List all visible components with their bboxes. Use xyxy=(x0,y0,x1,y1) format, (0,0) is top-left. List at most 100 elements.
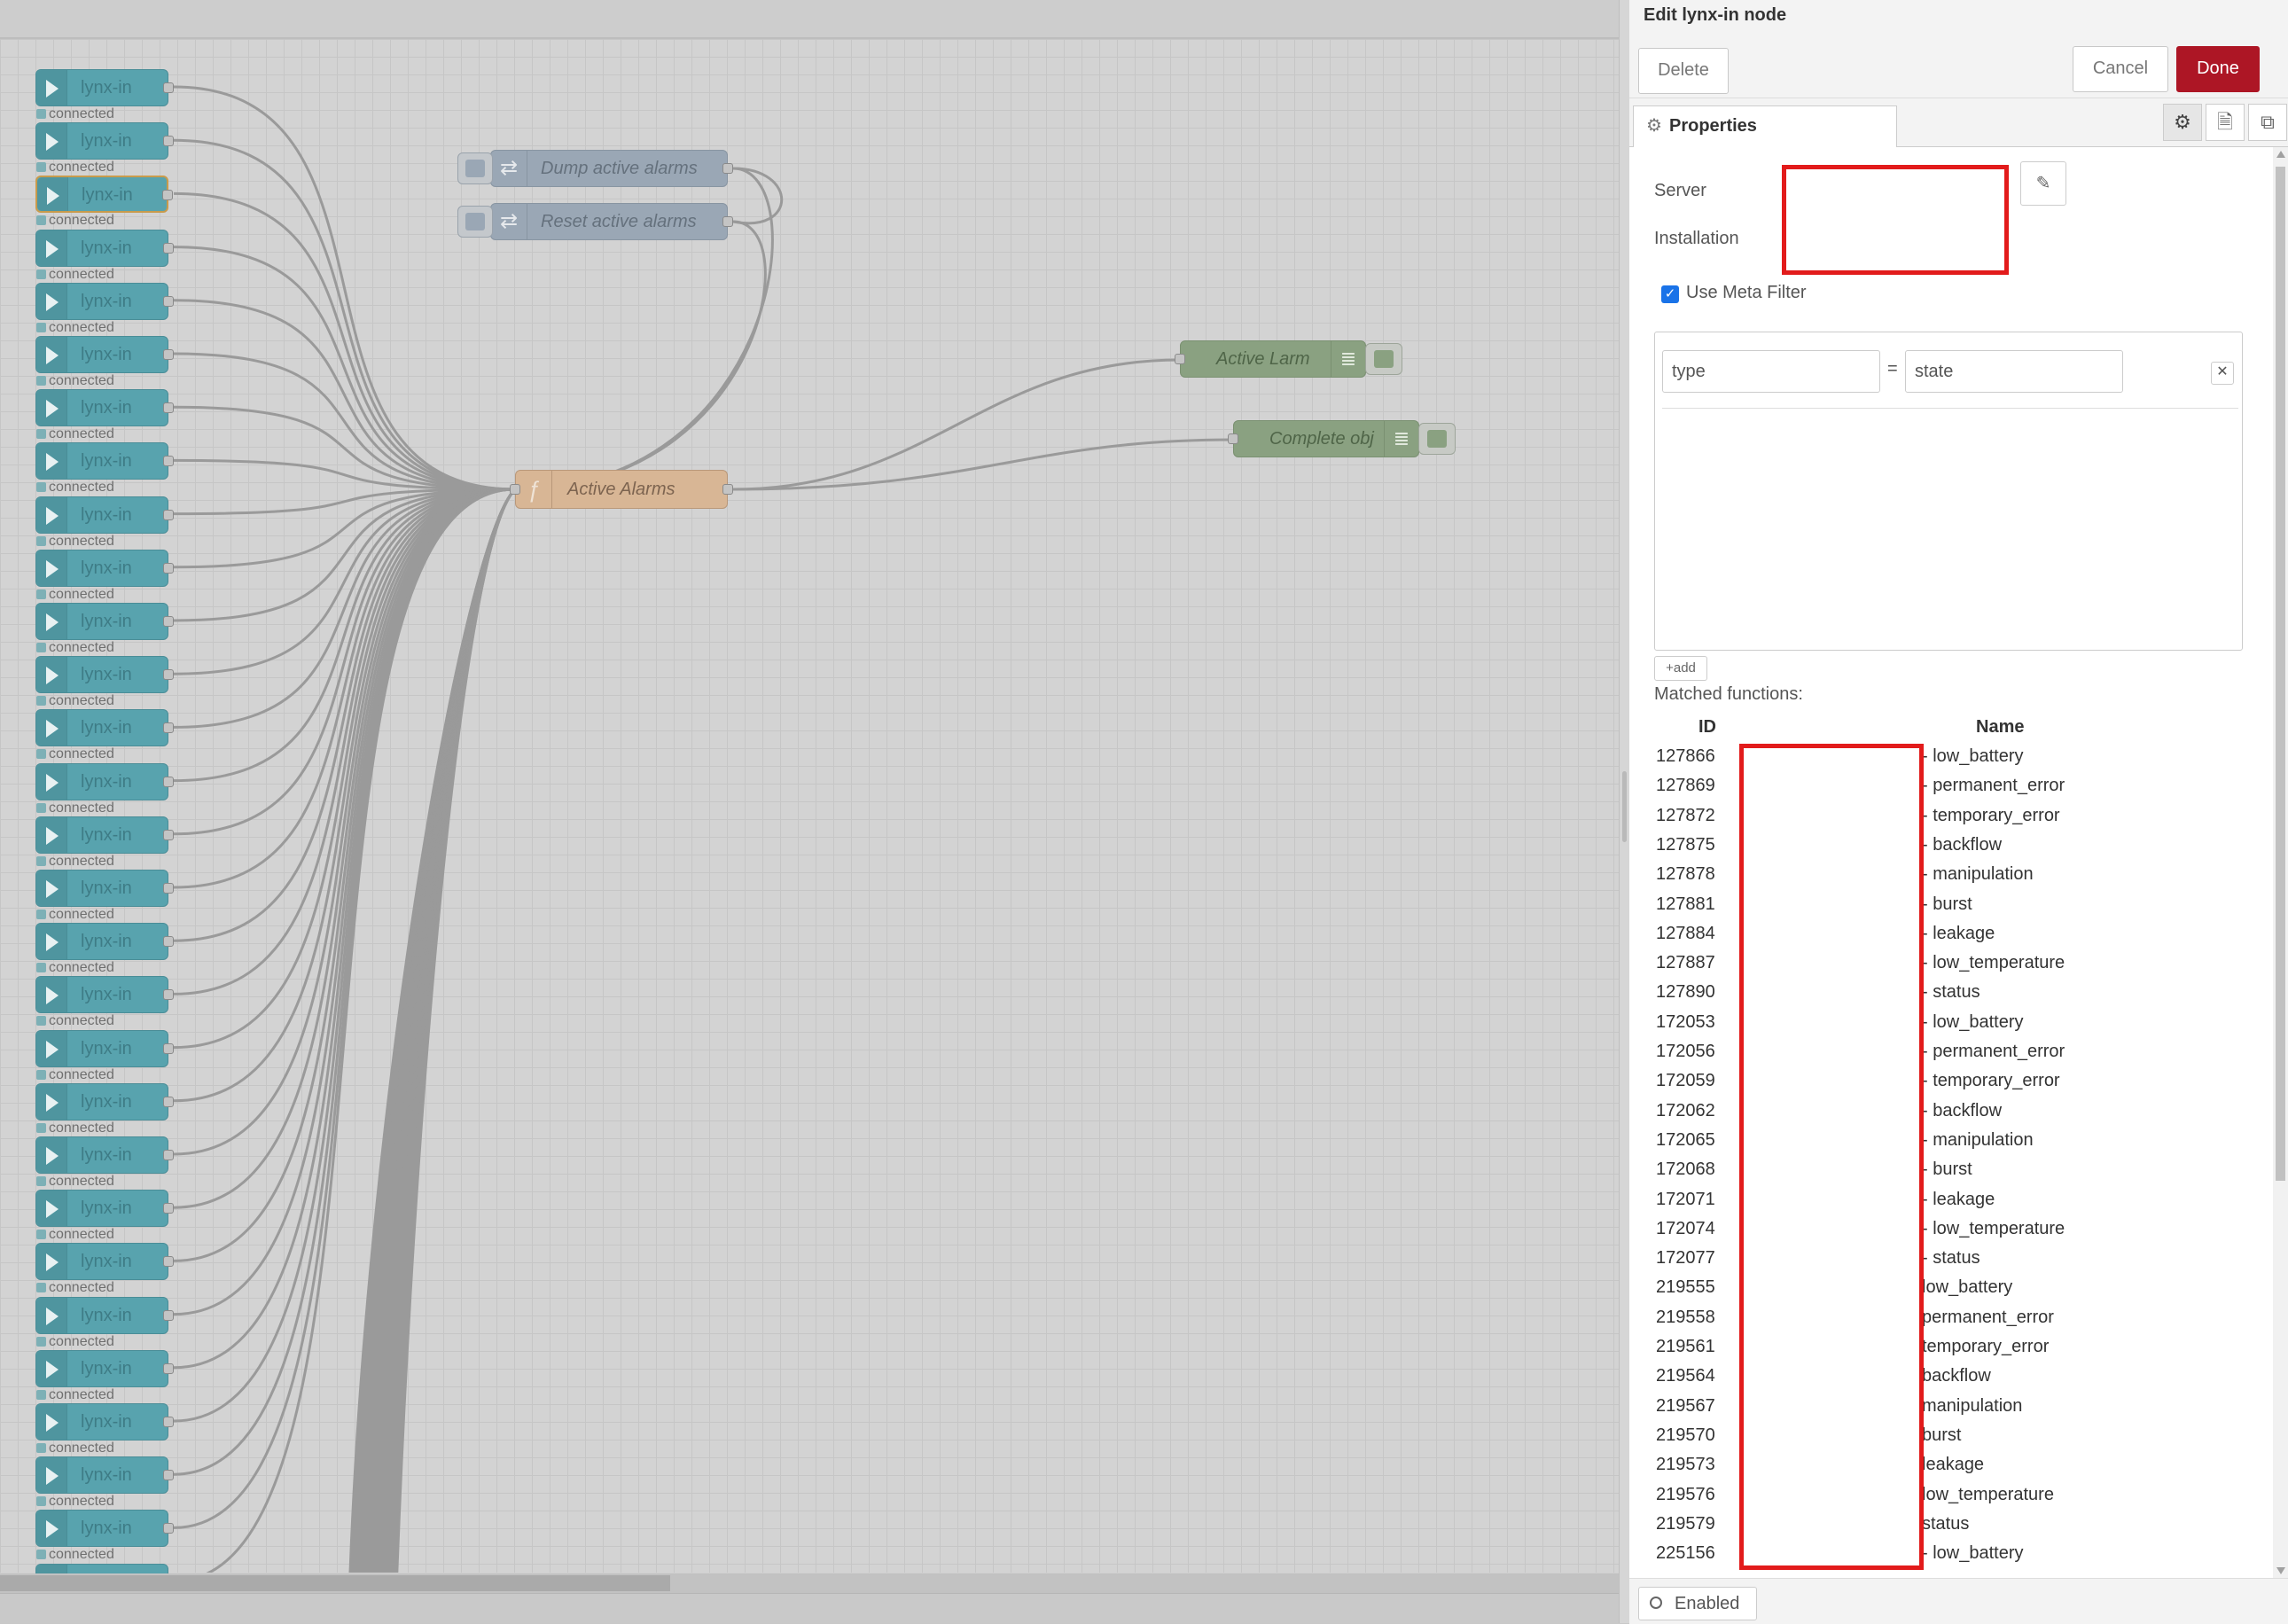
output-port[interactable] xyxy=(163,829,174,840)
enabled-toggle-button[interactable]: Enabled xyxy=(1638,1587,1757,1620)
filter-value-input[interactable]: state xyxy=(1905,350,2123,393)
appearance-tab-frame-icon[interactable]: ⧉ xyxy=(2248,104,2287,141)
output-port[interactable] xyxy=(163,1470,174,1481)
output-port[interactable] xyxy=(163,883,174,894)
inject-trigger-button[interactable] xyxy=(457,206,493,238)
lynx-in-node[interactable]: lynx-in xyxy=(35,1456,174,1495)
function-name: manipulation xyxy=(1922,1395,2023,1416)
lynx-in-node[interactable]: lynx-in xyxy=(35,976,174,1014)
output-port[interactable] xyxy=(722,484,733,495)
flow-canvas[interactable]: ⇄ Dump active alarms ⇄ Reset active alar… xyxy=(0,39,1629,1616)
lynx-in-node[interactable]: lynx-in xyxy=(35,1136,174,1174)
flow-workspace[interactable]: ⇄ Dump active alarms ⇄ Reset active alar… xyxy=(0,0,1629,1623)
lynx-in-node[interactable]: lynx-in xyxy=(35,1029,174,1067)
output-port[interactable] xyxy=(162,190,173,201)
lynx-in-node[interactable]: lynx-in xyxy=(35,549,174,587)
lynx-in-node[interactable]: lynx-in xyxy=(35,870,174,907)
scroll-thumb[interactable] xyxy=(2276,167,2285,1181)
cancel-button[interactable]: Cancel xyxy=(2073,46,2168,92)
debug-node-complete-obj[interactable]: Complete obj ≣ xyxy=(1228,420,1456,457)
scroll-down-arrow-icon[interactable] xyxy=(2276,1567,2285,1574)
output-port[interactable] xyxy=(163,456,174,467)
output-port[interactable] xyxy=(163,349,174,360)
function-id: 225156 xyxy=(1656,1543,1715,1564)
lynx-in-node[interactable]: lynx-in xyxy=(35,336,174,373)
lynx-in-node[interactable]: lynx-in xyxy=(35,1403,174,1441)
installation-label: Installation xyxy=(1654,229,1739,248)
filter-key-input[interactable]: type xyxy=(1662,350,1880,393)
inject-node-reset[interactable]: ⇄ Reset active alarms xyxy=(457,203,733,240)
input-port[interactable] xyxy=(1175,354,1185,364)
output-port[interactable] xyxy=(163,1309,174,1321)
output-port[interactable] xyxy=(163,1417,174,1427)
debug-node-active-larm[interactable]: Active Larm ≣ xyxy=(1175,340,1402,378)
output-port[interactable] xyxy=(163,1042,174,1054)
output-port[interactable] xyxy=(163,242,174,254)
lynx-in-node[interactable]: lynx-in xyxy=(35,282,174,320)
delete-button[interactable]: Delete xyxy=(1638,48,1729,94)
lynx-in-label: lynx-in xyxy=(81,398,132,418)
vertical-scrollbar[interactable] xyxy=(2273,147,2288,1578)
done-button[interactable]: Done xyxy=(2176,46,2260,92)
lynx-in-node[interactable]: lynx-in xyxy=(35,1243,174,1281)
output-port[interactable] xyxy=(163,669,174,681)
settings-tab-gear-icon[interactable]: ⚙ xyxy=(2163,104,2202,141)
lynx-in-node[interactable]: lynx-in xyxy=(35,389,174,427)
output-port[interactable] xyxy=(722,163,733,174)
horizontal-scrollbar[interactable] xyxy=(0,1573,1629,1593)
output-port[interactable] xyxy=(163,82,174,93)
output-port[interactable] xyxy=(163,1362,174,1374)
output-port[interactable] xyxy=(163,1096,174,1107)
function-node-active-alarms[interactable]: ƒ Active Alarms xyxy=(510,470,733,509)
lynx-in-node[interactable]: lynx-in xyxy=(35,923,174,961)
lynx-in-node[interactable]: lynx-in xyxy=(35,496,174,534)
splitter-grip[interactable] xyxy=(1622,771,1627,842)
output-port[interactable] xyxy=(163,295,174,307)
output-port[interactable] xyxy=(163,1203,174,1214)
output-port[interactable] xyxy=(163,402,174,414)
sidebar-splitter[interactable] xyxy=(1619,0,1629,1623)
output-port[interactable] xyxy=(163,1256,174,1268)
input-port[interactable] xyxy=(510,484,520,495)
lynx-in-node[interactable]: lynx-in xyxy=(35,709,174,747)
lynx-in-node[interactable]: lynx-in xyxy=(35,762,174,800)
description-tab-document-icon[interactable]: 🗎 xyxy=(2206,104,2245,141)
output-port[interactable] xyxy=(163,722,174,734)
output-port[interactable] xyxy=(163,776,174,787)
debug-toggle-button[interactable] xyxy=(1365,343,1402,375)
output-port[interactable] xyxy=(163,1523,174,1534)
output-port[interactable] xyxy=(163,936,174,948)
scroll-thumb[interactable] xyxy=(0,1575,670,1591)
edit-server-pencil-icon[interactable]: ✎ xyxy=(2020,161,2066,206)
lynx-in-node[interactable]: lynx-in xyxy=(35,1190,174,1228)
input-port[interactable] xyxy=(1228,433,1238,444)
lynx-in-node[interactable]: lynx-in xyxy=(35,69,174,106)
inject-trigger-button[interactable] xyxy=(457,152,493,184)
output-port[interactable] xyxy=(163,616,174,627)
output-port[interactable] xyxy=(163,989,174,1001)
lynx-in-node[interactable]: lynx-in xyxy=(35,442,174,480)
node-status-text: connected xyxy=(36,533,114,549)
lynx-in-node[interactable]: lynx-in xyxy=(35,1082,174,1120)
inject-node-dump[interactable]: ⇄ Dump active alarms xyxy=(457,150,733,187)
lynx-in-node[interactable]: lynx-in xyxy=(35,176,173,214)
lynx-in-node[interactable]: lynx-in xyxy=(35,122,174,160)
output-port[interactable] xyxy=(163,136,174,147)
output-port[interactable] xyxy=(163,1150,174,1160)
lynx-in-node[interactable]: lynx-in xyxy=(35,603,174,640)
remove-filter-close-icon[interactable]: ✕ xyxy=(2211,362,2234,385)
tab-properties[interactable]: ⚙ Properties xyxy=(1633,105,1897,147)
output-port[interactable] xyxy=(163,562,174,574)
lynx-in-node[interactable]: lynx-in xyxy=(35,816,174,854)
debug-toggle-button[interactable] xyxy=(1418,423,1456,455)
lynx-in-node[interactable]: lynx-in xyxy=(35,1296,174,1334)
lynx-in-node[interactable]: lynx-in xyxy=(35,1349,174,1387)
scroll-up-arrow-icon[interactable] xyxy=(2276,151,2285,158)
add-filter-button[interactable]: +add xyxy=(1654,656,1707,681)
output-port[interactable] xyxy=(722,216,733,227)
lynx-in-node[interactable]: lynx-in xyxy=(35,229,174,267)
use-meta-filter-checkbox[interactable]: ✓ xyxy=(1661,285,1679,303)
lynx-in-node[interactable]: lynx-in xyxy=(35,1510,174,1548)
output-port[interactable] xyxy=(163,509,174,520)
lynx-in-node[interactable]: lynx-in xyxy=(35,656,174,694)
